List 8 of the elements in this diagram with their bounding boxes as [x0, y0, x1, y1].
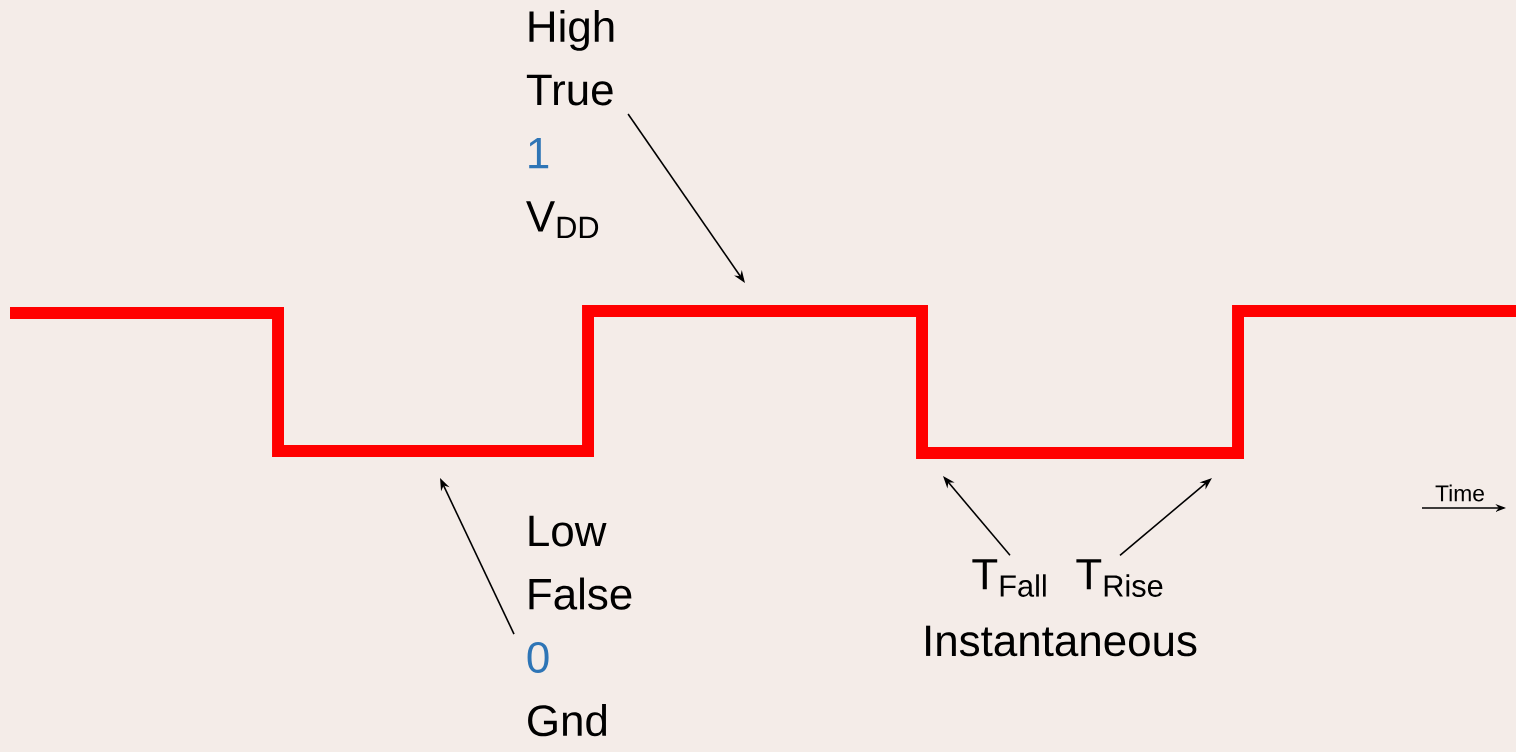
state-label: High True 1 V$_{DD}$ — [526, 9, 614, 238]
leader-arrow — [1119, 478, 1212, 557]
state-label: T$_{Fall}$ — [972, 559, 1046, 597]
state-label: T$_{Rise}$ — [1076, 559, 1163, 597]
leader-arrow — [943, 476, 1011, 557]
state-label: Low False 0 Gnd — [527, 515, 632, 737]
text-label: Time — [1435, 484, 1484, 502]
text-label: Instantaneous — [926, 625, 1197, 657]
